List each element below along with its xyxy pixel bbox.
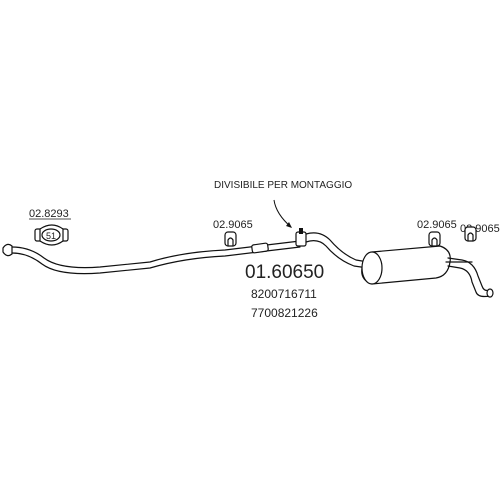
note-arrow-head — [286, 222, 292, 228]
main-part-code: 01.60650 — [245, 262, 324, 283]
inlet-flange — [2, 243, 13, 257]
rear-pipe-lower — [305, 240, 369, 269]
hanger-1-code: 02.9065 — [213, 219, 253, 231]
split-joint-tab — [299, 228, 303, 234]
divisible-note: DIVISIBILE PER MONTAGGIO — [214, 180, 352, 228]
clamp-part: 02.8293 51 — [29, 208, 71, 246]
exhaust-pipe — [2, 228, 494, 298]
clamp-icon — [34, 224, 69, 246]
tail-pipe-outlet — [486, 288, 494, 298]
oem-code-2: 7700821226 — [251, 306, 318, 320]
split-joint — [295, 231, 307, 247]
clamp-code: 02.8293 — [29, 208, 69, 220]
front-pipe-lower — [11, 246, 301, 275]
hanger-2: 02.9065 — [417, 219, 457, 247]
divisible-note-text: DIVISIBILE PER MONTAGGIO — [214, 180, 352, 191]
hanger-icon — [224, 231, 237, 247]
hanger-3: 02.9065 — [460, 223, 500, 242]
rear-pipe-upper — [305, 232, 369, 263]
clamp-size: 51 — [46, 231, 56, 241]
hanger-1: 02.9065 — [213, 219, 253, 247]
tail-pipe-upper — [447, 257, 491, 292]
muffler-end-cap — [361, 251, 383, 285]
hanger-icon — [428, 231, 441, 247]
pipe-sleeve — [251, 242, 269, 254]
hanger-icon — [464, 226, 477, 242]
front-pipe-upper — [11, 240, 301, 269]
oem-code-1: 8200716711 — [251, 287, 317, 301]
hanger-2-code: 02.9065 — [417, 219, 457, 231]
tail-pipe-lower — [447, 265, 491, 298]
